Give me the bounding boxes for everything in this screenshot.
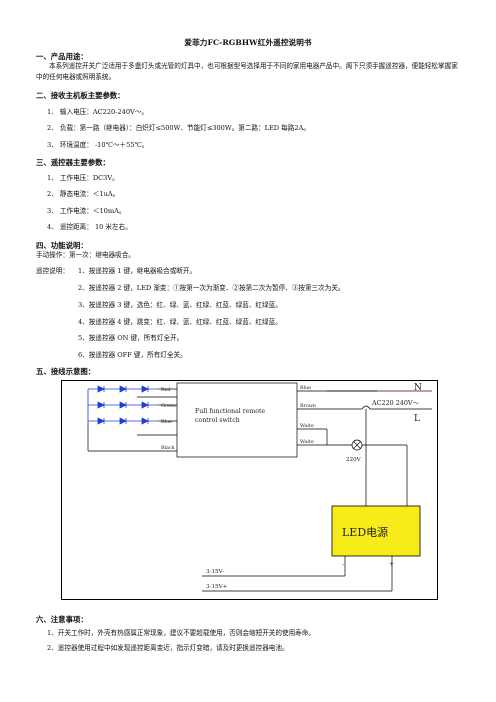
- led-diode-icon: [97, 417, 105, 425]
- wire-label-brown: Brown: [300, 403, 316, 409]
- section-1-heading: 一、产品用途：: [36, 52, 88, 61]
- remote-item: 1、按遥控器 1 键，继电器吸合或断开。: [78, 267, 197, 275]
- psu-minus: -: [342, 561, 344, 568]
- section-4-heading: 四、功能说明：: [36, 241, 88, 250]
- led-array: [87, 385, 159, 425]
- section-3-item: 1、 工作电压：DC3V。: [47, 174, 119, 182]
- psu-label: LED电源: [342, 525, 388, 539]
- section-3-heading: 三、遥控器主要参数：: [36, 158, 110, 167]
- led-diode-icon: [141, 417, 149, 425]
- wiring-diagram: Red Green Blue Black Blue Brown Waite Wa…: [61, 380, 438, 600]
- remote-item: 4、按遥控器 4 键，跳变：红、绿、蓝、红绿、红蓝、绿蓝、红绿蓝。: [78, 318, 282, 326]
- led-diode-icon: [97, 385, 105, 393]
- section-3-item: 3、 工作电流：＜10mA。: [47, 207, 126, 215]
- wire-label-red: Red: [161, 387, 171, 393]
- led-diode-icon: [97, 401, 105, 409]
- section-6-item: 2、遥控器使用过程中如发现遥控距离变近，指示灯变暗，请及时更换遥控器电池。: [47, 644, 289, 652]
- wire-label-blue-right: Blue: [300, 385, 311, 391]
- led-power-supply-box: [331, 505, 421, 557]
- section-2-item: 3、 环境温度： -10℃～＋55℃。: [47, 141, 149, 149]
- section-5-heading: 五、接线示意图：: [36, 367, 96, 376]
- section-2-item: 1、 输入电压：AC220-240V～。: [47, 108, 149, 116]
- remote-switch-box: [176, 382, 298, 458]
- switch-label-1: Full functional remote: [195, 408, 265, 415]
- live-label: L: [414, 414, 420, 424]
- wire-label-blue: Blue: [161, 419, 172, 425]
- remote-label: 遥控说明：: [36, 267, 69, 275]
- remote-item: 5、按遥控器 ON 键，所有灯全开。: [78, 334, 184, 342]
- led-diode-icon: [141, 385, 149, 393]
- section-6-heading: 六、注意事项：: [36, 615, 88, 624]
- section-2-heading: 二、接收主机板主要参数：: [36, 91, 125, 100]
- remote-item: 6、按遥控器 OFF 键，所有灯全关。: [78, 351, 187, 359]
- remote-item: 2、按遥控器 2 键，LED 渐变：①按第一次为渐变、②按第二次为暂停、③按第三…: [78, 284, 345, 292]
- led-diode-icon: [141, 401, 149, 409]
- wiring-diagram-svg: Red Green Blue Black Blue Brown Waite Wa…: [87, 382, 432, 592]
- lamp-voltage-label: 220V: [346, 457, 362, 463]
- led-diode-icon: [119, 385, 127, 393]
- wire-label-white-1: Waite: [300, 423, 314, 429]
- dc-minus-label: 3-15V-: [206, 569, 224, 575]
- switch-label-2: control switch: [195, 417, 240, 424]
- wire-label-white-2: Waite: [300, 439, 314, 445]
- section-6-item: 1、开关工作时，外壳有热感属正常现象，建议不要超载使用，否则会缩短开关的使用寿命…: [47, 629, 315, 637]
- wire-label-green: Green: [161, 403, 176, 409]
- wire-label-black: Black: [161, 445, 175, 451]
- remote-item: 3、按遥控器 3 键，选色：红、绿、蓝、红绿、红蓝、绿蓝、红绿蓝。: [78, 301, 282, 309]
- dc-plus-label: 3-15V+: [206, 584, 228, 590]
- section-2-item: 2、 负载：第一路（继电器）：白炽灯≤500W、节能灯≤300W。第二路：LED…: [47, 124, 310, 132]
- section-3-item: 2、 静态电流：＜1uA。: [47, 190, 120, 198]
- neutral-label: N: [414, 383, 422, 393]
- manual-operation: 手动操作：第一次：继电器吸合。: [36, 251, 135, 259]
- section-3-item: 4、 遥控距离： 10 米左右。: [47, 223, 132, 231]
- led-diode-icon: [119, 417, 127, 425]
- document-title: 爱菲力FC-RGBHW红外遥控说明书: [184, 38, 312, 47]
- psu-plus: +: [389, 561, 394, 568]
- led-diode-icon: [119, 401, 127, 409]
- section-1-body: 本系列遥控开关广泛适用于多盏灯头或光管的灯具中，也可根据型号选择用于不同的家用电…: [36, 62, 458, 81]
- ac-voltage-label: AC220 240V～: [371, 399, 420, 407]
